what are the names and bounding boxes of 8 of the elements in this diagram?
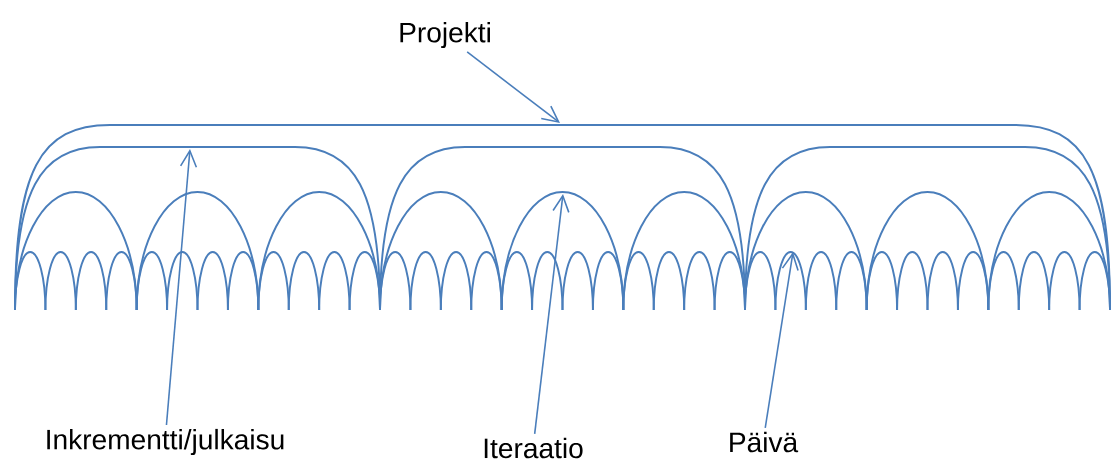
arc-label: Iteraatio bbox=[484, 437, 583, 459]
arc-label: Päivä bbox=[730, 431, 799, 453]
arrow bbox=[533, 194, 570, 435]
arc-label: Projekti bbox=[400, 21, 490, 49]
arc-label: Inkrementti/julkaisu bbox=[47, 428, 284, 456]
arrow bbox=[764, 252, 799, 429]
arrow bbox=[165, 149, 198, 426]
arrow bbox=[466, 51, 560, 123]
